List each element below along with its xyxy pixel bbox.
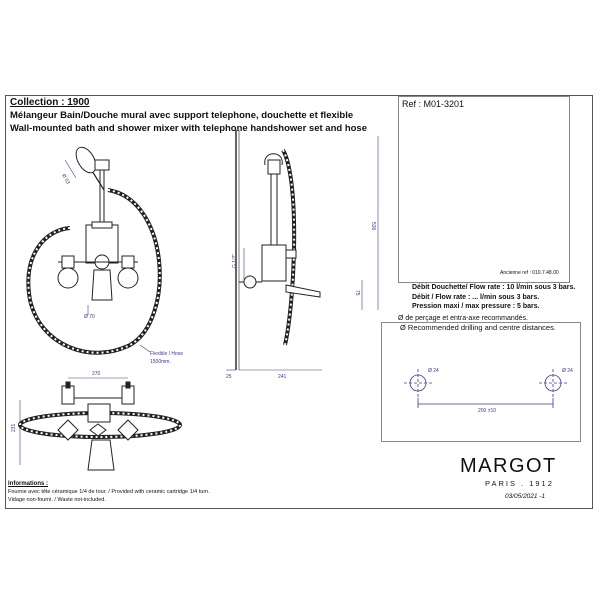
product-title-en: Wall-mounted bath and shower mixer with … (10, 123, 367, 134)
drill-hole-left-label: Ø 24 (428, 368, 439, 374)
spec-pressure: Pression maxi / max pressure : 5 bars. (412, 303, 540, 310)
front-hose-label: Flexible / Hose (150, 351, 183, 357)
info-heading: Informations : (8, 481, 48, 487)
front-right-escutcheon (117, 267, 139, 289)
side-dim-height: 536 (370, 222, 376, 231)
front-dim-escutcheon: Ø 70 (84, 314, 95, 320)
drilling-box (381, 322, 581, 442)
side-dim-wall: 25 (226, 374, 232, 380)
top-dim-height: 231 (11, 423, 17, 432)
side-dim-spout-height: 75 (354, 290, 360, 296)
spec-flow-shower: Débit Douchette/ Flow rate : 10 l/min so… (412, 284, 576, 291)
sheet-frame (5, 95, 593, 509)
photo-frame (398, 96, 570, 283)
front-left-escutcheon (57, 267, 79, 289)
side-dim-thread: G 1/2" (232, 254, 238, 268)
spec-flow-bath: Débit / Flow rate : ... l/min sous 3 bar… (412, 294, 540, 301)
front-hose-length: 1500mm. (150, 359, 171, 365)
top-view-drawing (18, 377, 182, 471)
drilling-note-fr: Ø de perçage et entra-axe recommandés. (398, 315, 528, 322)
old-reference: Ancienne ref : 010.7.48.00 (500, 270, 559, 276)
brand-logo: MARGOT (460, 455, 557, 477)
front-handshower-head (75, 146, 97, 174)
drill-centre-label: 200 ±10 (478, 408, 496, 414)
front-dim-handshower: Ø 63 (60, 173, 71, 186)
side-view-drawing (226, 130, 379, 371)
side-dim-depth: 241 (278, 374, 287, 380)
sheet-date: 03/05/2021 -1 (505, 493, 546, 500)
drilling-diagram (404, 369, 567, 408)
product-title-fr: Mélangeur Bain/Douche mural avec support… (10, 110, 354, 121)
top-dim-width: 270 (92, 371, 101, 377)
info-line-2: Vidage non-fourni. / Waste not-included. (8, 497, 106, 503)
brand-city: PARIS . 1912 (485, 479, 554, 488)
reference-code: Ref : M01-3201 (402, 99, 465, 109)
collection-title: Collection : 1900 (10, 97, 90, 108)
drill-hole-right-label: Ø 24 (562, 368, 573, 374)
info-line-1: Fournie avec tête céramique 1/4 de tour.… (8, 489, 210, 495)
front-view-drawing (26, 146, 162, 355)
drilling-note-en: Ø Recommended drilling and centre distan… (398, 323, 558, 332)
